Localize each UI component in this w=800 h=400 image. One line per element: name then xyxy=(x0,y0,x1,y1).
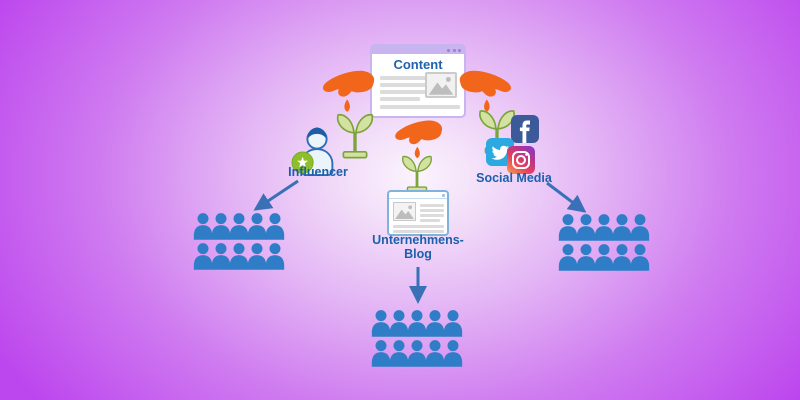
text-line xyxy=(380,90,426,94)
text-line xyxy=(420,214,444,217)
crowd-row xyxy=(371,340,463,367)
corporate-blog-label-line2: Blog xyxy=(404,247,432,261)
text-line xyxy=(380,97,420,101)
content-image-placeholder-icon xyxy=(425,72,457,98)
influencer-label: Influencer xyxy=(288,165,348,179)
seeding-hand-icon xyxy=(320,68,378,116)
text-line xyxy=(380,105,460,109)
text-line xyxy=(393,225,444,228)
text-line xyxy=(420,209,444,212)
sprout-icon xyxy=(336,110,374,162)
crowd-row xyxy=(193,213,285,240)
text-line xyxy=(380,83,426,87)
crowd-row xyxy=(371,310,463,337)
arrow-influencer-to-audience xyxy=(253,179,299,211)
facebook-icon xyxy=(511,115,539,143)
instagram-icon xyxy=(507,146,535,174)
crowd-row xyxy=(558,214,650,241)
crowd-row xyxy=(558,244,650,271)
star-badge-icon xyxy=(297,156,309,168)
social-media-label: Social Media xyxy=(476,171,552,185)
blog-window xyxy=(387,190,449,236)
crowd-row xyxy=(193,243,285,270)
audience-group-social xyxy=(557,213,651,271)
arrow-social-to-audience xyxy=(546,181,587,213)
content-title: Content xyxy=(393,57,443,72)
sprout-icon xyxy=(398,154,436,194)
audience-group-influencer xyxy=(192,212,286,270)
window-titlebar xyxy=(372,46,464,54)
blog-window-titlebar xyxy=(389,192,447,199)
corporate-blog-label-line1: Unternehmens- xyxy=(372,233,464,247)
audience-group-blog xyxy=(370,309,464,367)
influencer-avatar-icon xyxy=(291,127,334,176)
text-line xyxy=(420,204,444,207)
text-line xyxy=(380,76,426,80)
text-line xyxy=(420,219,440,222)
blog-image-placeholder-icon xyxy=(393,202,416,221)
corporate-blog-label: Unternehmens- Blog xyxy=(360,233,476,261)
content-browser-window: Content xyxy=(370,44,466,118)
text-line xyxy=(393,230,444,233)
window-controls-icon xyxy=(447,48,461,52)
